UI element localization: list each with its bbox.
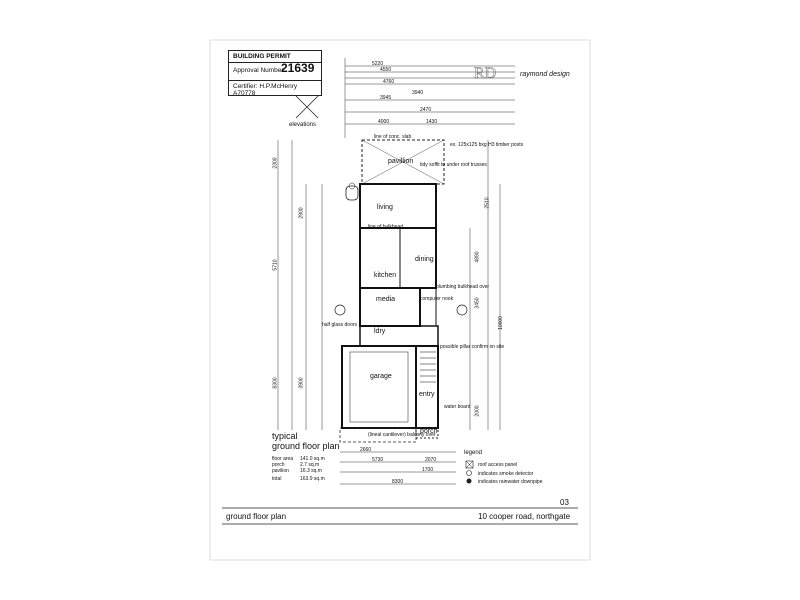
area-value-3: 163.9 sq.m bbox=[300, 476, 325, 482]
legend-item-1: indicates smoke detector bbox=[478, 471, 534, 477]
room-garage: garage bbox=[370, 373, 392, 380]
note-line-of-conc-slab: line of conc. slab bbox=[374, 134, 412, 140]
footer-address: 10 cooper road, northgate bbox=[478, 512, 571, 521]
permit-certifier: Certifier: H.P.McHenry A70778 bbox=[233, 83, 298, 98]
area-label-0: floor area bbox=[272, 456, 294, 462]
dim-right-3: 3450 bbox=[474, 297, 481, 309]
svg-text:RD: RD bbox=[474, 65, 496, 82]
note-plumbing-bulkhead: plumbing bulkhead over bbox=[436, 284, 490, 290]
dim-top-3: 3945 bbox=[380, 95, 392, 101]
garage-walls bbox=[341, 345, 417, 429]
permit-approval-number: 21639 bbox=[281, 61, 315, 75]
plan-title-line-2: ground floor plan bbox=[272, 441, 340, 451]
footer-drawing-title: ground floor plan bbox=[226, 512, 287, 521]
balcony-over-outline bbox=[339, 427, 417, 443]
dim-top-4: 3940 bbox=[412, 90, 424, 96]
dim-left-3: 2900 bbox=[298, 207, 305, 219]
dim-bottom-1: 5730 bbox=[372, 457, 384, 463]
dim-top-2: 4760 bbox=[383, 79, 395, 85]
room-media: media bbox=[376, 296, 396, 303]
permit-approval-label: Approval Number: bbox=[233, 67, 286, 74]
sheet-number: 03 bbox=[560, 498, 569, 507]
legend-title: legend bbox=[464, 450, 483, 456]
dim-bottom-3: 1700 bbox=[422, 467, 434, 473]
area-value-0: 141.0 sq.m bbox=[300, 456, 325, 462]
nook-walls bbox=[419, 287, 437, 327]
note-line-of-bulkhead: line of bulkhead bbox=[368, 224, 404, 230]
area-value-1: 2.7 sq.m bbox=[300, 462, 320, 468]
plan-title-line-1: typical bbox=[272, 431, 298, 441]
building-permit-stamp: BUILDING PERMIT Approval Number: 21639 C… bbox=[228, 50, 322, 98]
note-lineal-cantilever: (lineal cantilever) balcony over bbox=[368, 432, 436, 438]
elevations-label: elevations bbox=[289, 122, 317, 128]
brand-name: raymond design bbox=[520, 71, 570, 78]
room-pavillion: pavillion bbox=[388, 158, 414, 165]
area-label-3: total bbox=[272, 476, 282, 482]
dim-top-5: 2470 bbox=[420, 107, 432, 113]
pavillion-diag-2 bbox=[361, 139, 445, 185]
dimension-lines bbox=[277, 58, 515, 485]
note-possible-pillar: possible pillar confirm on site bbox=[440, 344, 505, 350]
downpipe-marker-icon bbox=[348, 182, 356, 190]
downpipe-icon bbox=[466, 478, 472, 484]
living-walls bbox=[359, 183, 437, 229]
dim-right-0: 2510 bbox=[484, 197, 491, 209]
section-marker-right-icon bbox=[456, 304, 468, 316]
note-half-glass-doors: half glass doors bbox=[322, 322, 358, 328]
area-label-2: pavilion bbox=[272, 468, 289, 474]
legend-item-2: indicates rainwater downpipe bbox=[478, 479, 543, 485]
permit-title: BUILDING PERMIT bbox=[233, 53, 291, 60]
living-bay bbox=[345, 185, 359, 201]
stair bbox=[420, 351, 436, 383]
elevations-compass-icon bbox=[295, 95, 319, 119]
dim-top-1: 4550 bbox=[380, 67, 392, 73]
dim-bottom-2: 2070 bbox=[425, 457, 437, 463]
sheet-border bbox=[209, 39, 591, 561]
legend-item-0: roof access panel bbox=[478, 462, 518, 468]
room-porch: porch bbox=[420, 428, 438, 435]
smoke-detector-icon bbox=[466, 470, 472, 476]
area-label-1: porch bbox=[272, 462, 285, 468]
ldry-walls bbox=[359, 325, 439, 347]
room-living: living bbox=[377, 204, 393, 211]
dim-right-1: 4890 bbox=[474, 251, 481, 263]
dim-left-1: 5710 bbox=[272, 259, 279, 271]
note-boxed-posts: ex. 125x125 bxg H3 timber posts bbox=[450, 142, 524, 148]
dim-bottom-0: 2660 bbox=[360, 447, 372, 453]
dim-left-2: 8300 bbox=[272, 377, 279, 389]
dim-right-2: 10000 bbox=[497, 316, 504, 330]
entry-walls bbox=[415, 345, 439, 429]
brand-logo-icon: RD bbox=[474, 65, 497, 83]
roof-access-panel-icon bbox=[465, 460, 474, 469]
dim-top-7: 1430 bbox=[426, 119, 438, 125]
dim-left-0: 2300 bbox=[272, 157, 279, 169]
garage-slab bbox=[349, 351, 409, 423]
dim-bottom-4: 8300 bbox=[392, 479, 404, 485]
room-dining: dining bbox=[415, 256, 434, 263]
dim-top-0: 5220 bbox=[372, 61, 384, 67]
note-soffit: tidy soffit to under roof trusses bbox=[420, 162, 487, 168]
area-value-2: 16.3 sq.m bbox=[300, 468, 322, 474]
media-walls bbox=[359, 287, 421, 327]
note-computer-nook: computer nook bbox=[420, 296, 454, 302]
note-water-board: water board bbox=[444, 404, 471, 410]
room-kitchen: kitchen bbox=[374, 272, 397, 279]
section-marker-left-icon bbox=[334, 304, 346, 316]
dim-right-4: 2000 bbox=[474, 405, 481, 417]
room-entry: entry bbox=[419, 391, 435, 398]
room-ldry: ldry bbox=[374, 328, 386, 335]
dim-left-4: 3900 bbox=[298, 377, 305, 389]
dim-top-6: 4000 bbox=[378, 119, 390, 125]
